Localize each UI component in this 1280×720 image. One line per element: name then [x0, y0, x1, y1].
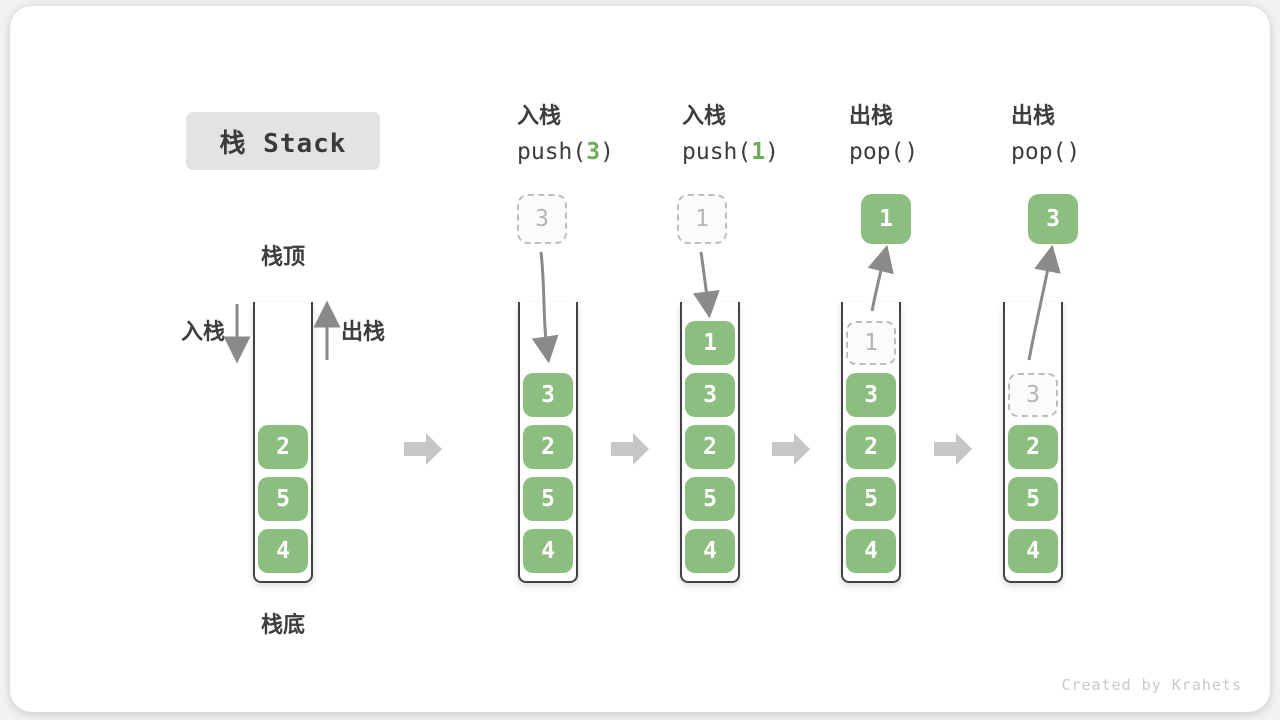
popped-element-box: 3 [1028, 194, 1078, 244]
stack-cell: 5 [685, 477, 735, 521]
op-header-push-3: 入栈 push(3) [517, 106, 614, 164]
diagram-title-text: 栈 Stack [219, 128, 347, 159]
stack-cell: 4 [846, 529, 896, 573]
code-arg: 1 [751, 139, 766, 165]
stack-cell: 2 [846, 425, 896, 469]
step-arrow-icon [404, 433, 442, 465]
incoming-element-box: 3 [517, 194, 567, 244]
stack-cell: 4 [258, 529, 308, 573]
stack-cell: 2 [1008, 425, 1058, 469]
code-pre: pop( [849, 139, 905, 165]
popped-element-box: 1 [861, 194, 911, 244]
op-code: pop() [849, 141, 918, 164]
popped-value: 3 [1046, 206, 1060, 232]
credit-text: Created by Krahets [1061, 676, 1242, 694]
stack-cell: 2 [523, 425, 573, 469]
stack-cell: 3 [685, 373, 735, 417]
stack-cell: 3 [523, 373, 573, 417]
op-code: push(3) [517, 141, 614, 164]
stack-top-label: 栈顶 [260, 245, 305, 270]
step-arrow-icon [772, 433, 810, 465]
stack-cell: 4 [523, 529, 573, 573]
stack-cell: 4 [685, 529, 735, 573]
stack-cell: 1 [685, 321, 735, 365]
op-label-cn: 入栈 [682, 104, 727, 129]
op-label-cn: 出栈 [1011, 104, 1056, 129]
push-direction-label: 入栈 [181, 320, 226, 345]
stack-cell: 3 [846, 373, 896, 417]
code-pre: push( [517, 139, 587, 165]
stack-cell: 2 [685, 425, 735, 469]
incoming-value: 3 [535, 206, 549, 232]
op-header-push-1: 入栈 push(1) [682, 106, 779, 164]
step-arrow-icon [934, 433, 972, 465]
stack-container-1 [253, 302, 313, 583]
stack-container-2 [518, 302, 578, 583]
stack-container-3 [680, 302, 740, 583]
ghost-cell: 1 [846, 321, 896, 365]
diagram-title: 栈 Stack [186, 112, 380, 170]
stack-cell: 2 [258, 425, 308, 469]
stack-cell: 4 [1008, 529, 1058, 573]
step-arrow-icon [611, 433, 649, 465]
stack-cell: 5 [258, 477, 308, 521]
stack-container-5 [1003, 302, 1063, 583]
code-pre: pop( [1011, 139, 1067, 165]
code-post: ) [600, 139, 614, 165]
ghost-cell: 3 [1008, 373, 1058, 417]
incoming-element-box: 1 [677, 194, 727, 244]
code-pre: push( [682, 139, 752, 165]
code-post: ) [904, 139, 919, 165]
stack-bottom-label: 栈底 [260, 613, 305, 638]
op-code: push(1) [682, 141, 779, 164]
stack-cell: 5 [846, 477, 896, 521]
op-header-pop-1: 出栈 pop() [849, 106, 918, 164]
stack-cell: 5 [523, 477, 573, 521]
op-label-cn: 出栈 [849, 104, 894, 129]
op-label-cn: 入栈 [517, 104, 562, 129]
code-arg: 3 [586, 139, 601, 165]
stack-cell: 5 [1008, 477, 1058, 521]
popped-value: 1 [879, 206, 893, 232]
op-code: pop() [1011, 141, 1080, 164]
stack-container-4 [841, 302, 901, 583]
code-post: ) [1066, 139, 1081, 165]
op-header-pop-2: 出栈 pop() [1011, 106, 1080, 164]
incoming-value: 1 [695, 206, 709, 232]
code-post: ) [765, 139, 779, 165]
pop-direction-label: 出栈 [341, 320, 386, 345]
